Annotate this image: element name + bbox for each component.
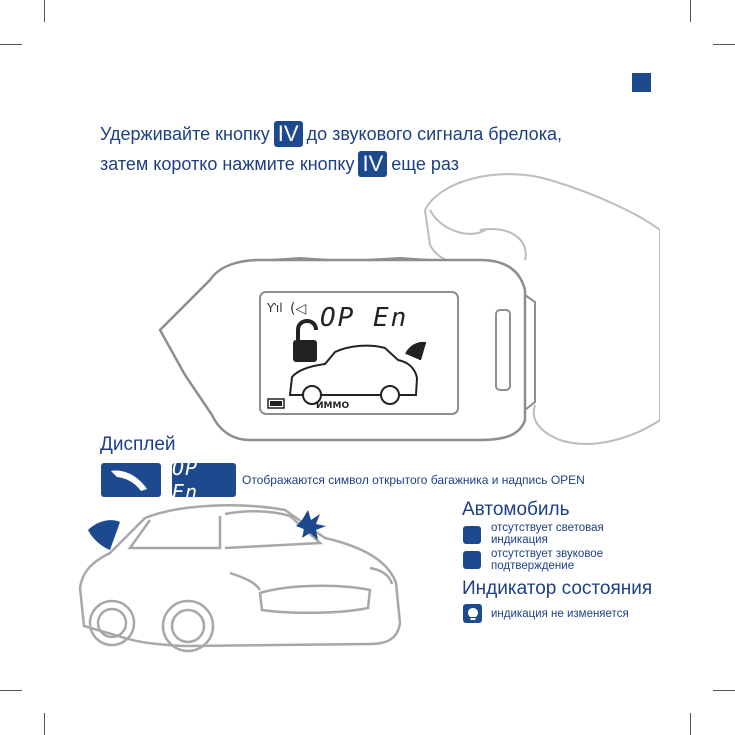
button-iv-badge: IV (273, 121, 303, 147)
no-sound-indicator-icon (463, 551, 481, 569)
state-section-title: Индикатор состояния (462, 578, 653, 599)
instruction-text: затем коротко нажмите кнопку (100, 153, 355, 174)
open-lcd-text: OP En (172, 456, 199, 504)
crop-mark (0, 44, 22, 45)
auto-section-title: Автомобиль (462, 499, 570, 520)
bulb-glyph (467, 607, 478, 620)
signal-icon: Ƴıl (266, 301, 283, 315)
open-lcd-symbol: OP En (172, 456, 236, 504)
crop-mark (713, 690, 735, 691)
hand-outline (424, 173, 660, 445)
button-iv-badge: IV (358, 151, 388, 177)
crop-mark (690, 713, 691, 735)
no-light-indicator-icon (463, 526, 481, 544)
car-illustration (78, 504, 402, 653)
crop-mark (44, 0, 45, 22)
hand-finger (424, 209, 527, 266)
page-corner-marker (632, 73, 651, 92)
fob-lcd-text: OP En (320, 303, 408, 333)
crop-mark (713, 44, 735, 45)
trunk-open-icon (111, 470, 147, 491)
fob-side-key (495, 309, 511, 391)
unlock-icon (293, 319, 318, 362)
display-section-title: Дисплей (100, 434, 176, 455)
battery-icon (267, 398, 285, 409)
instruction-text: еще раз (391, 153, 459, 174)
sound-icon: (◁ (290, 301, 306, 317)
instruction-line-2: затем коротко нажмите кнопку IV еще раз (100, 151, 459, 177)
display-description: Отображаются символ открытого багажника … (242, 473, 585, 487)
open-trunk-symbol (101, 463, 161, 497)
lcd-car-icon (288, 341, 427, 405)
open-trunk-lid (88, 520, 120, 550)
bulb-icon (463, 604, 482, 623)
auto-item-text: отсутствует звуковое подтверждение (491, 548, 604, 572)
siren-flash-icon (296, 510, 326, 540)
auto-item-text: отсутствует световая индикация (491, 522, 604, 546)
instruction-line-1: Удерживайте кнопку IV до звукового сигна… (100, 121, 562, 147)
crop-mark (44, 713, 45, 735)
state-item-text: индикация не изменяется (491, 608, 629, 620)
fob-side-button (524, 294, 536, 411)
crop-mark (0, 690, 22, 691)
immo-label: ИММО (316, 401, 349, 411)
instruction-text: до звукового сигнала брелока, (306, 123, 562, 144)
fob-top-button (269, 256, 331, 261)
instruction-text: Удерживайте кнопку (100, 123, 270, 144)
fob-top-button (364, 256, 431, 261)
key-fob-illustration: Ƴıl (◁ OP En ИММО (158, 173, 660, 445)
crop-mark (690, 0, 691, 22)
